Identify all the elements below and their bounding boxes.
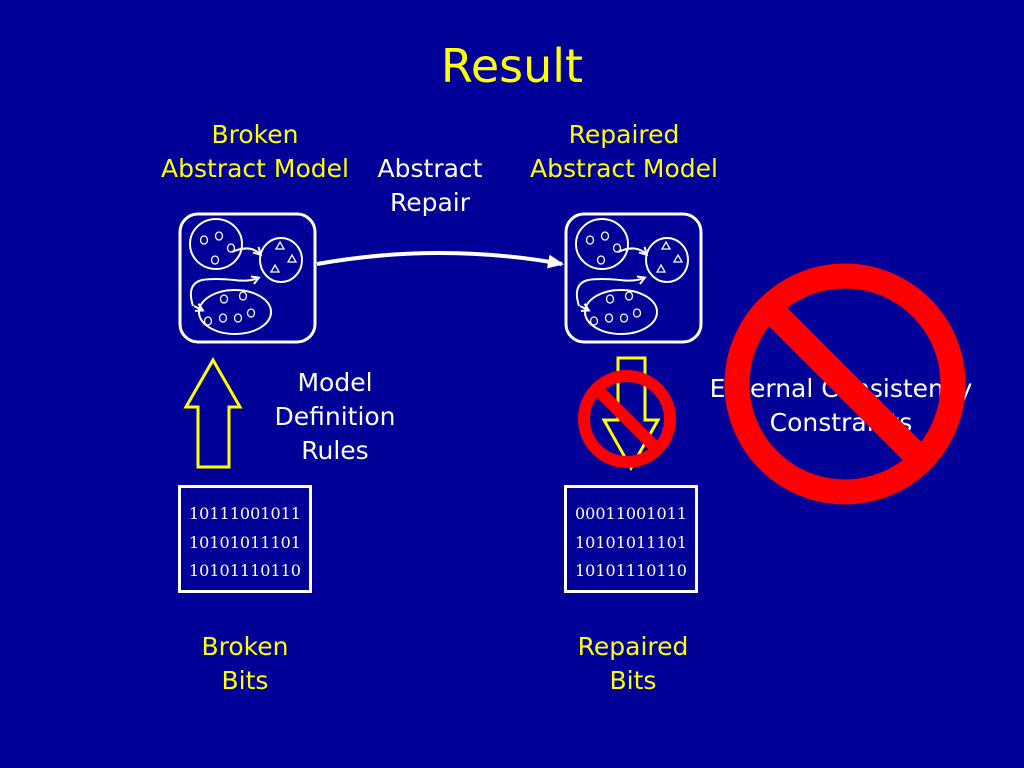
bit-row: 10101110110 [189,561,301,580]
broken-bits-label: Broken Bits [201,632,289,695]
bit-row: 10101011101 [575,532,687,552]
repaired-bits-label: Repaired Bits [577,632,689,695]
broken-model-label: Broken Abstract Model [161,120,349,183]
model-definition-label: Model Definition Rules [274,368,396,465]
large-prohibition-icon [724,263,966,505]
up-arrow-outline [183,356,243,469]
page-title: Result [440,39,584,93]
bit-row: 10101110110 [575,561,687,580]
broken-bits-box: 10111001011 10101011101 10101110110 [178,485,312,593]
abstract-repair-arrow [316,251,564,269]
abstract-repair-label: Abstract Repair [377,154,483,217]
broken-model-diagram [180,214,315,342]
repaired-model-diagram [566,214,701,342]
repaired-bits-box: 00011001011 10101011101 10101110110 [564,485,698,593]
bit-row: 10111001011 [189,504,301,523]
bit-row: 10101011101 [189,532,301,552]
small-prohibition-icon [578,370,676,468]
repaired-model-label: Repaired Abstract Model [530,120,718,183]
bit-row: 00011001011 [575,504,687,523]
